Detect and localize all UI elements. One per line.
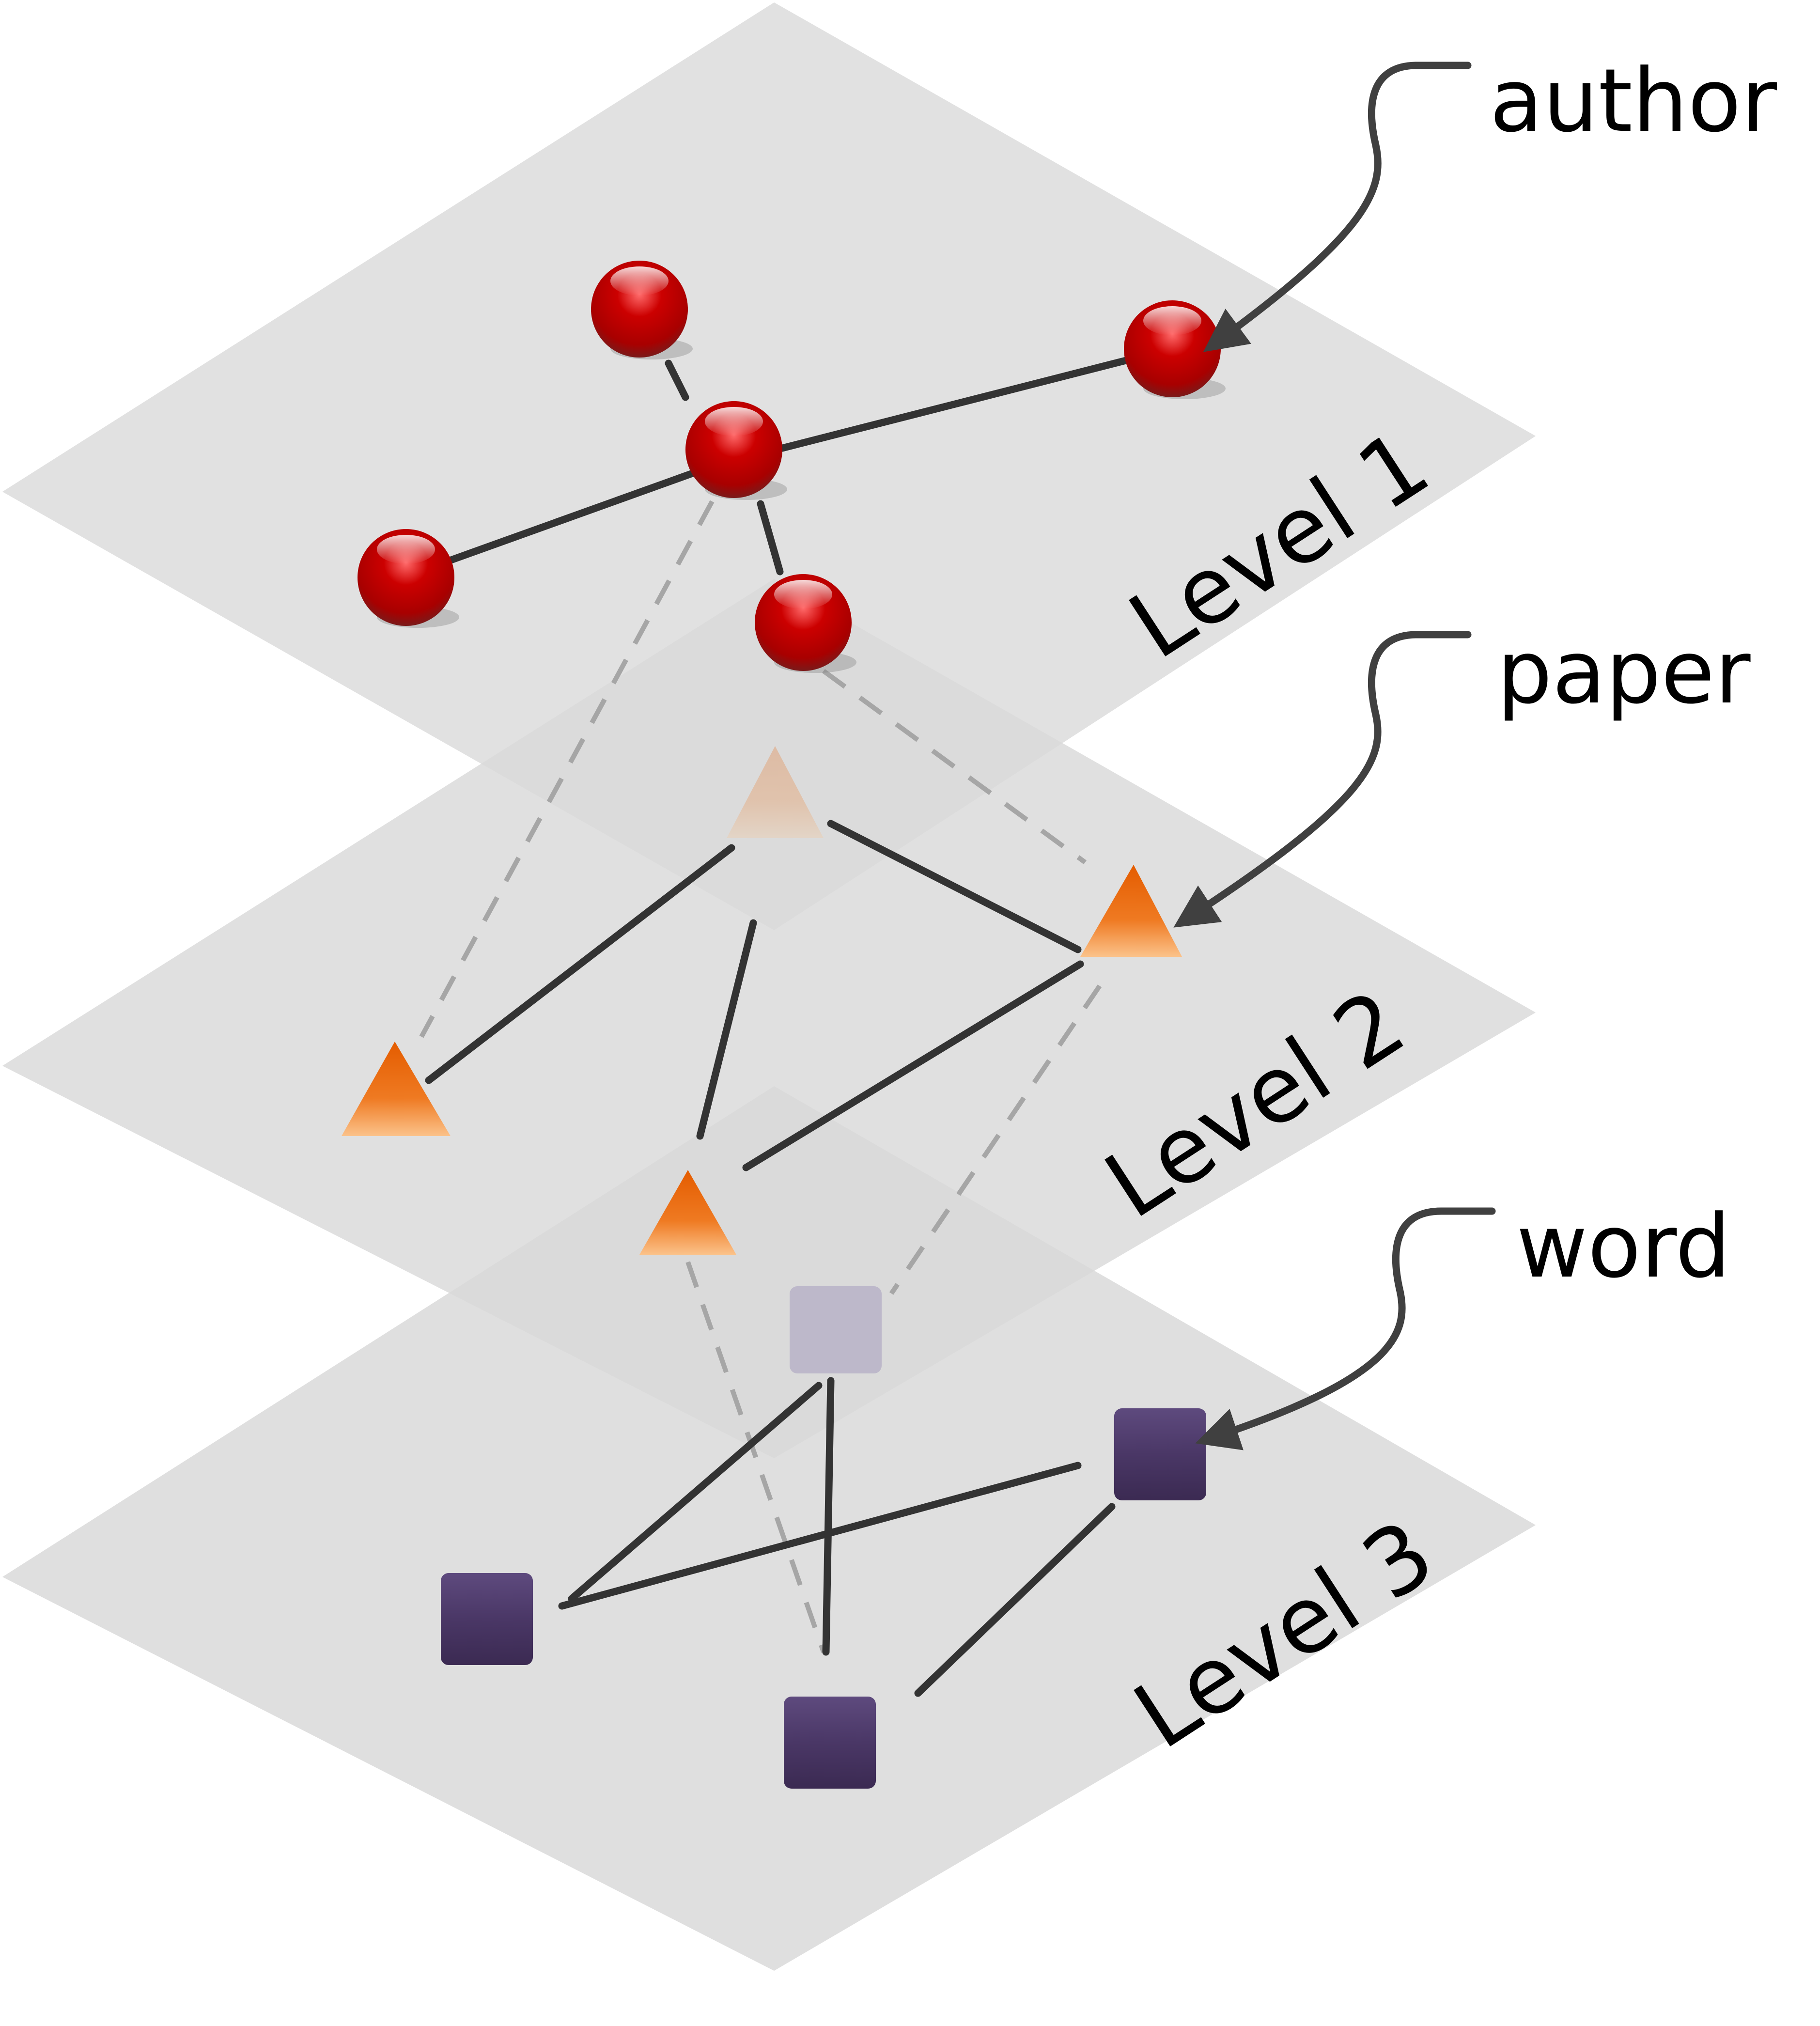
edge-paper-right-bottom — [742, 960, 1084, 1171]
edge-author-center-bottom — [757, 500, 784, 576]
paper-node-faded — [727, 746, 824, 838]
word-node-faded — [790, 1286, 882, 1373]
edge-paper-top-left — [425, 844, 735, 1084]
cross-edges-2-3 — [685, 984, 1102, 1653]
level-3-edges — [558, 1377, 1116, 1697]
cross-edge-author-paper-left — [419, 500, 715, 1038]
word-node — [441, 1573, 533, 1665]
author-callout-arrow — [1203, 62, 1472, 352]
level-2-edges — [425, 820, 1084, 1171]
cross-edge-author-paper-right — [822, 669, 1087, 865]
paper-callout-label: paper — [1497, 622, 1751, 723]
author-node — [755, 574, 856, 673]
author-node — [591, 261, 693, 359]
edge-word-center-bottom — [822, 1377, 835, 1656]
edge-word-left-center — [568, 1382, 823, 1603]
paper-callout-arrow — [1173, 631, 1472, 928]
author-callout-label: author — [1490, 50, 1777, 152]
word-nodes — [441, 1286, 1206, 1789]
author-nodes — [358, 261, 1226, 673]
paper-node — [639, 1170, 736, 1255]
edge-author-center-right — [778, 355, 1137, 452]
level-1-edges — [442, 355, 1137, 576]
paper-nodes — [342, 865, 1182, 1255]
edge-paper-top-right — [827, 820, 1082, 953]
level-2-plane — [2, 579, 1536, 1458]
edge-author-center-top — [665, 359, 689, 401]
edge-author-center-left — [442, 468, 699, 566]
author-node — [1124, 300, 1226, 399]
callout-arrows — [1173, 62, 1496, 1450]
word-callout-label: word — [1516, 1196, 1730, 1297]
word-node — [784, 1697, 876, 1789]
edge-word-right-bottom — [914, 1503, 1116, 1697]
word-node — [1114, 1408, 1206, 1500]
cross-edge-paper-word-bottom — [685, 1261, 826, 1653]
edge-paper-top-bottom — [696, 919, 757, 1140]
author-node — [358, 529, 459, 628]
cross-edge-paper-word-right — [889, 984, 1102, 1295]
paper-node — [342, 1042, 451, 1136]
paper-node — [1080, 865, 1182, 957]
cross-edges-1-2 — [419, 500, 1087, 1038]
author-node — [685, 401, 787, 500]
level-3-plane — [2, 1086, 1536, 1971]
word-callout-arrow — [1195, 1207, 1496, 1450]
edge-word-left-right — [558, 1462, 1082, 1610]
